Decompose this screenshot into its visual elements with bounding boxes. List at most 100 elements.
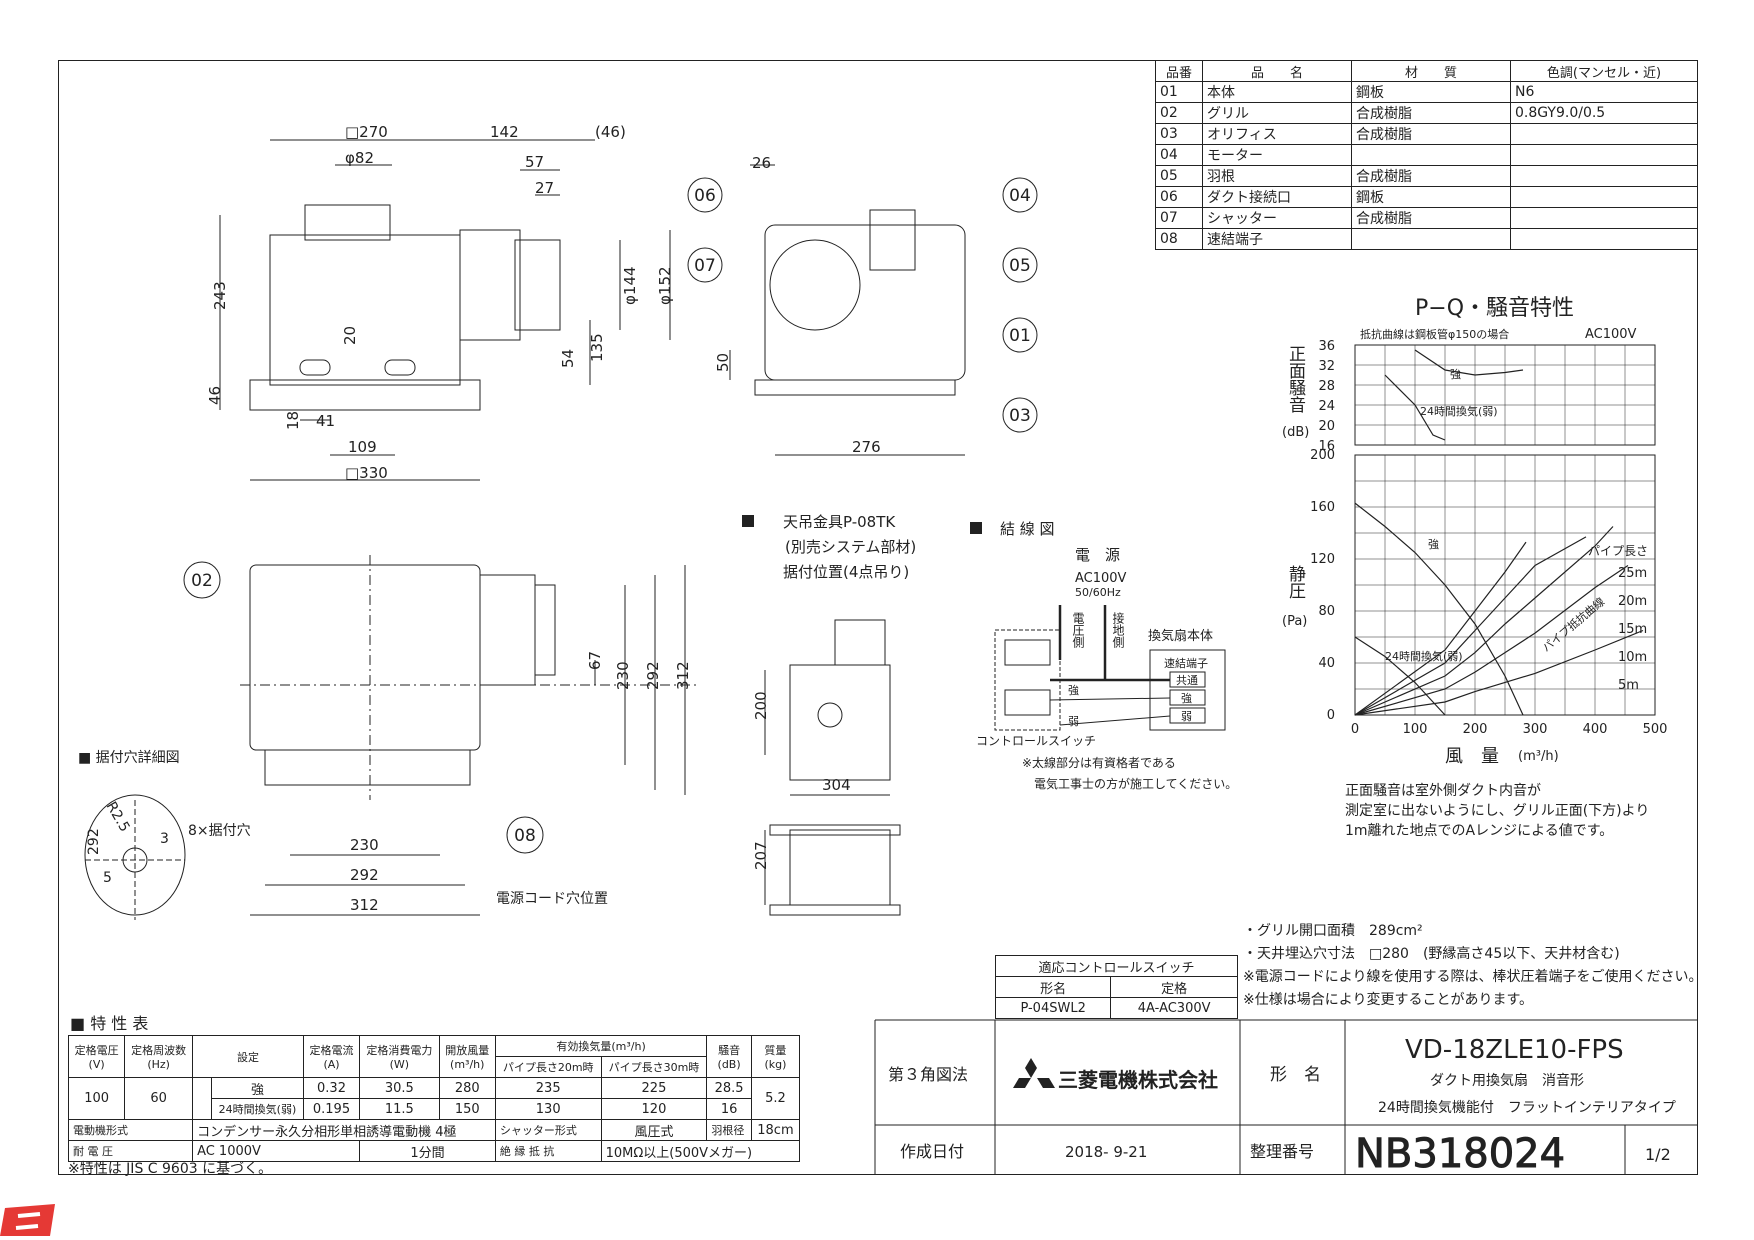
dim-46b: 46 xyxy=(206,386,224,405)
dim-276: 276 xyxy=(852,438,881,456)
dim-109: 109 xyxy=(348,438,377,456)
hanger-sub2: 据付位置(4点吊り) xyxy=(783,563,909,581)
pq-ytick-120: 120 xyxy=(1310,552,1335,567)
part-color xyxy=(1510,165,1698,187)
dim-230v: 230 xyxy=(614,661,632,690)
parts-h-color: 色調(マンセル・近) xyxy=(1510,60,1698,82)
top-view xyxy=(219,139,671,481)
part-material xyxy=(1351,144,1511,166)
pq-ytick-160: 160 xyxy=(1310,500,1335,515)
spec-withstand-time: 1分間 xyxy=(359,1140,496,1162)
hanger-sub1: (別売システム部材) xyxy=(785,538,916,556)
spec-h-p20: パイプ長さ20m時 xyxy=(494,1056,602,1078)
table-row: 24時間換気(弱) 0.195 11.5 150 130 120 16 xyxy=(69,1098,800,1120)
mount-holes-label: 8×据付穴 xyxy=(188,823,251,839)
part-no: 07 xyxy=(1155,207,1203,229)
switch-h2: 定格 xyxy=(1110,976,1238,998)
noise-ylabel: 正面騒音 xyxy=(1285,345,1306,413)
switch-rating: 4A-AC300V xyxy=(1110,997,1238,1019)
spec-h-current: 定格電流(A) xyxy=(302,1035,361,1078)
dim-50: 50 xyxy=(714,353,732,372)
spec-u-current: (A) xyxy=(323,1058,340,1071)
spec-current: 0.32 xyxy=(302,1077,361,1099)
date-value: 2018- 9-21 xyxy=(1065,1143,1147,1161)
callout-03: 03 xyxy=(1009,406,1031,426)
dim-82: φ82 xyxy=(345,149,374,167)
front-view xyxy=(240,555,700,916)
pq-yunit: (Pa) xyxy=(1282,614,1307,629)
wiring-power: 電 源 xyxy=(1075,546,1120,564)
spec-h-freq-label: 定格周波数 xyxy=(131,1044,187,1057)
part-material: 合成樹脂 xyxy=(1351,123,1511,145)
part-no: 05 xyxy=(1155,165,1203,187)
part-color xyxy=(1510,186,1698,208)
noise-curves xyxy=(1384,349,1524,441)
note-2: ・天井埋込穴寸法 □280 (野縁高さ45以下、天井材含む) xyxy=(1243,945,1620,962)
spec-h-voltage: 定格電圧(V) xyxy=(67,1035,126,1078)
part-color xyxy=(1510,228,1698,250)
spec-h-voltage-label: 定格電圧 xyxy=(74,1044,119,1057)
spec-shutter-label: シャッター形式 xyxy=(494,1119,602,1141)
noise-yunit: (dB) xyxy=(1282,425,1309,440)
spec-p30: 225 xyxy=(600,1077,708,1099)
pq-xtick-300: 300 xyxy=(1523,722,1548,737)
dim-57: 57 xyxy=(525,153,544,171)
wiring-unit: 換気扇本体 xyxy=(1148,628,1213,644)
company-name: 三菱電機株式会社 xyxy=(1058,1068,1218,1092)
wiring-freq: 50/60Hz xyxy=(1075,586,1121,599)
spec-u-open: (m³/h) xyxy=(450,1058,485,1071)
part-material: 鋼板 xyxy=(1351,81,1511,103)
wiring-note1: ※太線部分は有資格者である xyxy=(1022,755,1176,770)
noise-chart-grid xyxy=(1354,344,1656,446)
part-name: シャッター xyxy=(1202,207,1352,229)
spec-h-open-label: 開放風量 xyxy=(445,1044,490,1057)
spec-power: 30.5 xyxy=(359,1077,440,1099)
spec-h-eff: 有効換気量(m³/h) xyxy=(494,1035,708,1057)
note-3: ※電源コードにより線を使用する際は、棒状圧着端子をご使用ください。 xyxy=(1243,968,1702,985)
corner-logo-icon xyxy=(0,1204,55,1236)
part-name: モーター xyxy=(1202,144,1352,166)
callout-06: 06 xyxy=(694,186,716,206)
spec-open: 150 xyxy=(438,1098,496,1120)
dim-54: 54 xyxy=(559,349,577,368)
switch-title: 適応コントロールスイッチ xyxy=(995,955,1238,977)
spec-blade-label: 羽根径 xyxy=(706,1119,752,1141)
date-label: 作成日付 xyxy=(900,1142,964,1161)
projection-label: 第３角図法 xyxy=(888,1065,968,1084)
wiring-strong2: 強 xyxy=(1068,684,1079,697)
mount-detail-title: ■ 据付穴詳細図 xyxy=(78,750,180,766)
pq-xlabel: 風 量 xyxy=(1445,746,1499,767)
wiring-side1: 電圧側 xyxy=(1071,612,1085,648)
spec-power: 11.5 xyxy=(359,1098,440,1120)
pq-pipe-5m: 5m xyxy=(1618,678,1639,693)
noise-ytick-28: 28 xyxy=(1318,379,1335,394)
part-no: 06 xyxy=(1155,186,1203,208)
part-color xyxy=(1510,123,1698,145)
pq-ytick-0: 0 xyxy=(1327,708,1335,723)
spec-withstand-value: AC 1000V xyxy=(192,1140,361,1162)
noise-curves-series-1 xyxy=(1384,374,1446,441)
dim-330: □330 xyxy=(345,464,388,482)
wiring-strong: 強 xyxy=(1181,692,1192,705)
part-no: 02 xyxy=(1155,102,1203,124)
dim-292h: 292 xyxy=(350,866,379,884)
spec-blade-value: 18cm xyxy=(750,1119,801,1141)
spec-setting: 24時間換気(弱) xyxy=(211,1098,304,1120)
spec-h-mass: 質量(kg) xyxy=(750,1035,801,1078)
pq-ytick-200: 200 xyxy=(1310,448,1335,463)
pq-xtick-400: 400 xyxy=(1583,722,1608,737)
callout-04: 04 xyxy=(1009,186,1031,206)
model-number: VD-18ZLE10-FPS xyxy=(1405,1035,1624,1065)
model-desc-1: ダクト用換気扇 消音形 xyxy=(1430,1072,1584,1089)
part-color: N6 xyxy=(1510,81,1698,103)
spec-voltage: 100 xyxy=(67,1077,126,1120)
noise-ytick-24: 24 xyxy=(1318,399,1335,414)
dim-312h: 312 xyxy=(350,896,379,914)
number-label: 整理番号 xyxy=(1250,1142,1314,1161)
parts-h-material: 材 質 xyxy=(1351,60,1511,82)
